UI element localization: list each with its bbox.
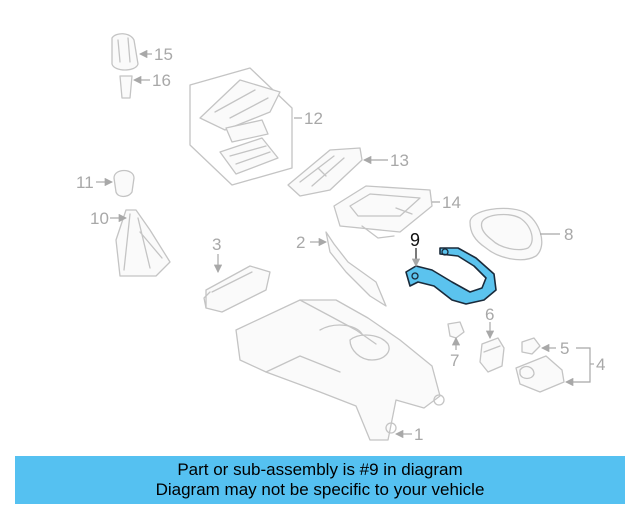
callout-11-label: 11 bbox=[76, 173, 94, 192]
part-9-highlighted-bracket bbox=[405, 247, 497, 305]
diagram-notice-banner: Part or sub-assembly is #9 in diagram Di… bbox=[15, 456, 625, 504]
callout-13-label: 13 bbox=[390, 151, 409, 170]
part-16-knob-stem bbox=[119, 75, 133, 99]
callout-6: 6 bbox=[485, 305, 494, 340]
callout-12: 12 bbox=[294, 109, 323, 128]
callout-2-label: 2 bbox=[296, 233, 305, 252]
part-14-trim-frame bbox=[333, 185, 433, 239]
banner-line-disclaimer: Diagram may not be specific to your vehi… bbox=[155, 480, 485, 499]
part-4-lighter bbox=[515, 355, 565, 393]
callout-14: 14 bbox=[432, 193, 461, 212]
callout-10: 10 bbox=[90, 209, 128, 228]
part-2-strip bbox=[325, 231, 387, 307]
callout-16: 16 bbox=[132, 71, 171, 90]
callout-12-label: 12 bbox=[304, 109, 323, 128]
callout-16-label: 16 bbox=[152, 71, 171, 90]
callout-15: 15 bbox=[138, 45, 173, 64]
callout-7-label: 7 bbox=[450, 351, 459, 370]
part-10-shift-boot bbox=[115, 209, 171, 277]
banner-line-part-number: Part or sub-assembly is #9 in diagram bbox=[177, 460, 463, 479]
part-6-socket bbox=[479, 337, 505, 373]
callout-4-label: 4 bbox=[596, 355, 605, 374]
callout-4: 4 bbox=[564, 347, 605, 387]
part-8-ring-bezel bbox=[469, 207, 543, 261]
part-13-bracket bbox=[287, 147, 363, 197]
callout-6-label: 6 bbox=[485, 305, 494, 324]
part-11-knob bbox=[113, 169, 135, 198]
callout-8: 8 bbox=[540, 225, 573, 244]
callout-5-label: 5 bbox=[560, 339, 569, 358]
callout-7: 7 bbox=[450, 336, 461, 370]
callout-9-label: 9 bbox=[410, 230, 420, 250]
callout-8-label: 8 bbox=[564, 225, 573, 244]
part-3-lid bbox=[203, 265, 271, 313]
callout-2: 2 bbox=[296, 233, 328, 252]
part-15-shift-knob bbox=[111, 33, 139, 71]
callout-5: 5 bbox=[540, 339, 569, 358]
callout-11: 11 bbox=[76, 173, 114, 192]
callout-10-label: 10 bbox=[90, 209, 109, 228]
callout-9: 9 bbox=[410, 230, 421, 268]
part-1-center-console bbox=[235, 299, 445, 441]
callout-1-label: 1 bbox=[414, 425, 423, 444]
callout-13: 13 bbox=[362, 151, 409, 170]
callout-3-label: 3 bbox=[212, 235, 221, 254]
part-5-bolt bbox=[521, 337, 541, 355]
part-12-shifter-assembly bbox=[189, 67, 293, 186]
callout-15-label: 15 bbox=[154, 45, 173, 64]
callout-3: 3 bbox=[212, 235, 223, 274]
callout-14-label: 14 bbox=[442, 193, 461, 212]
part-7-clip bbox=[447, 321, 465, 339]
callout-1: 1 bbox=[394, 425, 423, 444]
